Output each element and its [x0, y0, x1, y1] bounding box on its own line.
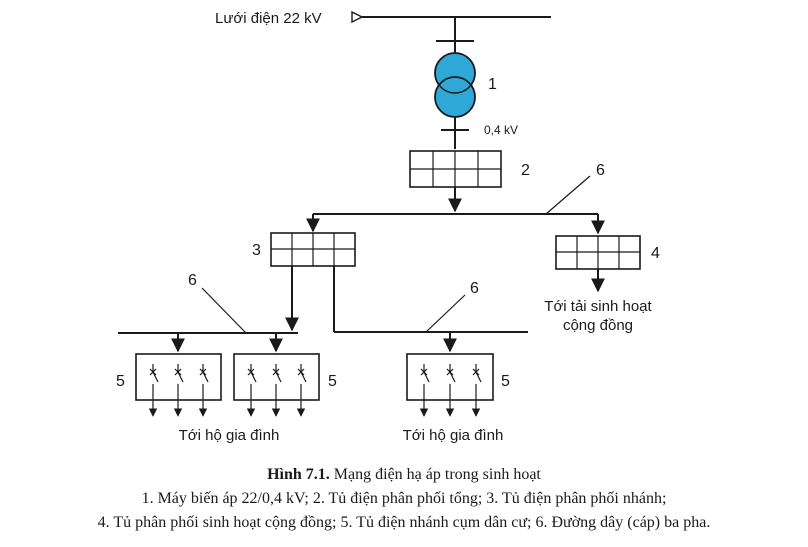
cable-top-leader [545, 175, 591, 215]
branch-panel-number: 3 [252, 242, 261, 259]
figure-caption-title: Hình 7.1. Mạng điện hạ áp trong sinh hoạ… [0, 466, 808, 484]
cable-left-number: 6 [188, 272, 197, 289]
cluster-c-number: 5 [501, 373, 510, 390]
community-panel-number: 4 [651, 245, 660, 262]
transformer-number: 1 [488, 76, 497, 93]
cable-left-leader [201, 287, 247, 334]
voltage-label: 0,4 kV [484, 123, 518, 137]
grid-bus [351, 10, 551, 56]
cable-top-number: 6 [596, 162, 605, 179]
figure-legend-line-2: 4. Tủ phân phối sinh hoạt cộng đồng; 5. … [97, 514, 711, 531]
branch-panel [270, 232, 356, 267]
cluster-panel-a [135, 353, 222, 417]
cluster-panel-c [406, 353, 494, 417]
figure-legend-line-1: 1. Máy biến áp 22/0,4 kV; 2. Tủ điện phâ… [141, 490, 667, 507]
community-panel [555, 235, 641, 270]
main-panel [409, 150, 502, 188]
households-label-right: Tới hộ gia đình [403, 427, 504, 444]
cable-mid-leader [425, 294, 466, 333]
cluster-panel-b [233, 353, 320, 417]
transformer-icon [434, 52, 476, 118]
cluster-b-number: 5 [328, 373, 337, 390]
cluster-a-number: 5 [116, 373, 125, 390]
cable-mid-number: 6 [470, 280, 479, 297]
community-label-2: cộng đồng [563, 317, 633, 334]
figure-title: Mạng điện hạ áp trong sinh hoạt [329, 466, 541, 483]
figure-number: Hình 7.1. [267, 466, 330, 483]
main-panel-number: 2 [521, 162, 530, 179]
households-label-left: Tới hộ gia đình [179, 427, 280, 444]
grid-label: Lưới điện 22 kV [215, 10, 322, 27]
community-label-1: Tới tải sinh hoạt [544, 298, 652, 315]
